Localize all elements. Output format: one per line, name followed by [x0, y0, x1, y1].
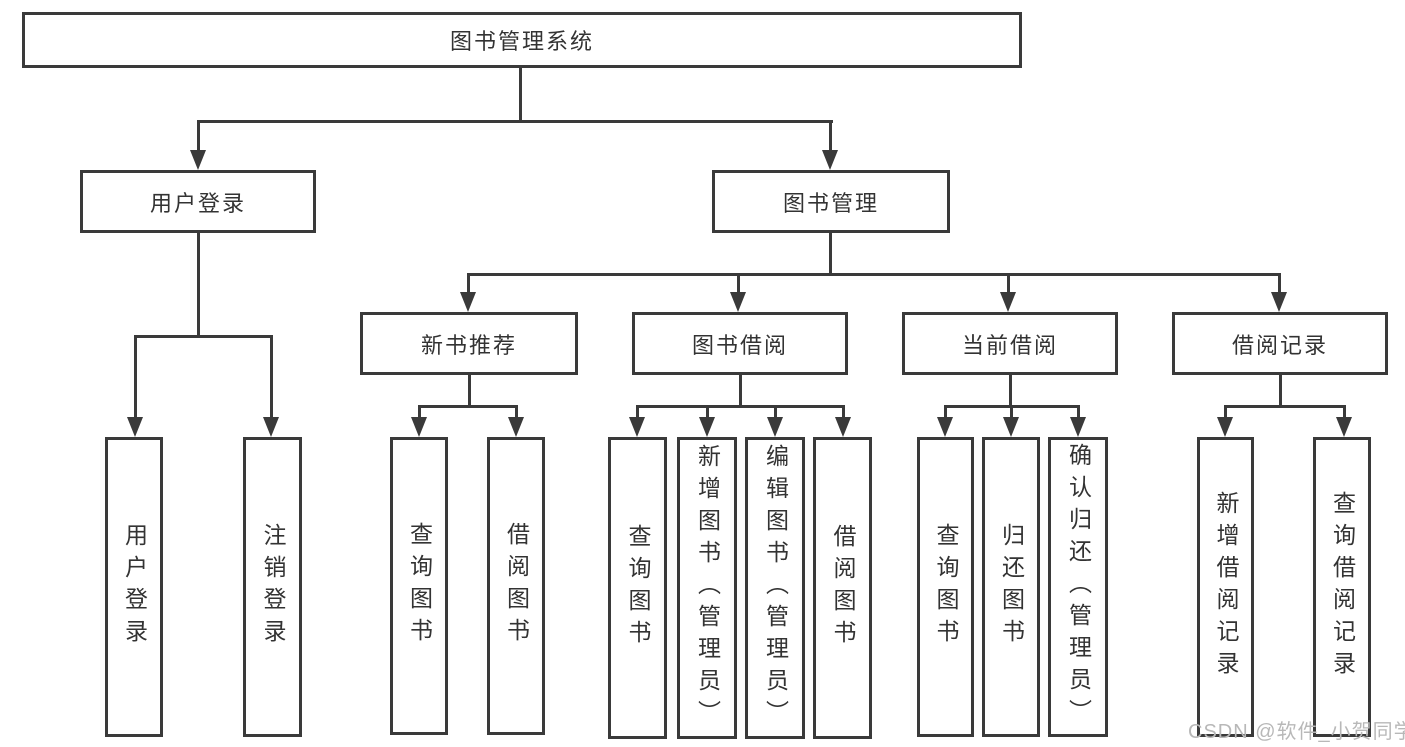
node-new-book-rec-label: 新书推荐	[420, 332, 517, 358]
csdn-watermark: CSDN @软件_小贺同学	[1188, 721, 1405, 743]
arrow-down-icon	[730, 292, 746, 312]
arrow-down-icon	[1336, 417, 1352, 437]
node-new-book-rec: 新书推荐	[360, 312, 578, 375]
connector-leaf-drop	[706, 405, 709, 419]
connector-leaf-drop	[944, 405, 947, 419]
leaf-add-book-admin: 新增图书（管理员）	[677, 437, 737, 739]
connector-leaf-drop	[842, 405, 845, 419]
connector-book-mgmt-drop	[829, 120, 832, 152]
node-current-borrow-label: 当前借阅	[961, 332, 1058, 358]
connector-leaf-drop	[1343, 405, 1346, 419]
leaf-confirm-return-admin: 确认归还（管理员）	[1048, 437, 1108, 737]
node-user-login-label: 用户登录	[149, 190, 246, 216]
connector-current-borrow-stem	[1009, 373, 1012, 408]
leaf-query-books-current: 查询图书	[917, 437, 974, 737]
leaf-logout-label: 注销登录	[260, 523, 286, 651]
connector-l3-drop	[1278, 273, 1281, 294]
leaf-edit-book-admin: 编辑图书（管理员）	[745, 437, 805, 739]
arrow-down-icon	[629, 417, 645, 437]
connector-user-login-crossbar	[134, 335, 273, 338]
leaf-query-borrow-record: 查询借阅记录	[1313, 437, 1371, 737]
connector-borrow-record-crossbar	[1224, 405, 1346, 408]
node-borrow-record: 借阅记录	[1172, 312, 1388, 375]
leaf-add-borrow-record-label: 新增借阅记录	[1213, 491, 1239, 683]
connector-leaf-drop	[1224, 405, 1227, 419]
leaf-query-books-current-label: 查询图书	[933, 523, 959, 651]
leaf-borrow-books-recommend-label: 借阅图书	[503, 522, 530, 650]
connector-leaf-drop	[134, 335, 137, 419]
connector-book-mgmt-crossbar	[467, 273, 1281, 276]
node-current-borrow: 当前借阅	[902, 312, 1118, 375]
connector-leaf-drop	[418, 405, 421, 419]
arrow-down-icon	[835, 417, 851, 437]
connector-l3-drop	[737, 273, 740, 294]
connector-book-borrow-crossbar	[636, 405, 845, 408]
node-book-mgmt: 图书管理	[712, 170, 950, 233]
connector-leaf-drop	[515, 405, 518, 419]
leaf-add-borrow-record: 新增借阅记录	[1197, 437, 1254, 737]
connector-user-login-stem	[197, 231, 200, 335]
leaf-add-book-admin-label: 新增图书（管理员）	[694, 444, 721, 732]
connector-book-borrow-stem	[739, 373, 742, 408]
leaf-borrow-books-label: 借阅图书	[830, 524, 856, 652]
node-user-login: 用户登录	[80, 170, 316, 233]
arrow-down-icon	[822, 150, 838, 170]
connector-l3-drop	[467, 273, 470, 294]
arrow-down-icon	[767, 417, 783, 437]
connector-leaf-drop	[636, 405, 639, 419]
arrow-down-icon	[1070, 417, 1086, 437]
connector-borrow-record-stem	[1279, 373, 1282, 408]
leaf-logout: 注销登录	[243, 437, 302, 737]
connector-leaf-drop	[1077, 405, 1080, 419]
leaf-query-books-borrow: 查询图书	[608, 437, 667, 739]
node-book-borrow-label: 图书借阅	[691, 332, 788, 358]
arrow-down-icon	[127, 417, 143, 437]
leaf-borrow-books: 借阅图书	[813, 437, 872, 739]
connector-user-login-drop	[197, 120, 200, 152]
leaf-confirm-return-admin-label: 确认归还（管理员）	[1065, 443, 1092, 731]
arrow-down-icon	[1271, 292, 1287, 312]
connector-root-crossbar	[197, 120, 833, 123]
node-library-system: 图书管理系统	[22, 12, 1022, 68]
leaf-query-borrow-record-label: 查询借阅记录	[1329, 491, 1356, 683]
arrow-down-icon	[937, 417, 953, 437]
connector-root-stem	[519, 66, 522, 120]
leaf-user-login-label: 用户登录	[121, 523, 148, 651]
node-book-mgmt-label: 图书管理	[782, 190, 879, 216]
leaf-return-book: 归还图书	[982, 437, 1040, 737]
connector-leaf-drop	[774, 405, 777, 419]
leaf-query-books-recommend-label: 查询图书	[406, 522, 433, 650]
arrow-down-icon	[1217, 417, 1233, 437]
arrow-down-icon	[190, 150, 206, 170]
leaf-query-books-recommend: 查询图书	[390, 437, 448, 735]
connector-l3-drop	[1007, 273, 1010, 294]
arrow-down-icon	[508, 417, 524, 437]
connector-new-book-rec-crossbar	[418, 405, 518, 408]
leaf-borrow-books-recommend: 借阅图书	[487, 437, 545, 735]
connector-book-mgmt-stem	[829, 231, 832, 276]
arrow-down-icon	[1003, 417, 1019, 437]
arrow-down-icon	[411, 417, 427, 437]
arrow-down-icon	[699, 417, 715, 437]
arrow-down-icon	[263, 417, 279, 437]
node-borrow-record-label: 借阅记录	[1231, 332, 1328, 358]
leaf-return-book-label: 归还图书	[998, 523, 1025, 651]
arrow-down-icon	[460, 292, 476, 312]
node-book-borrow: 图书借阅	[632, 312, 848, 375]
leaf-user-login: 用户登录	[105, 437, 163, 737]
arrow-down-icon	[1000, 292, 1016, 312]
leaf-edit-book-admin-label: 编辑图书（管理员）	[762, 444, 789, 732]
leaf-query-books-borrow-label: 查询图书	[625, 524, 651, 652]
node-library-system-label: 图书管理系统	[449, 29, 594, 54]
connector-leaf-drop	[1010, 405, 1013, 419]
connector-leaf-drop	[270, 335, 273, 419]
connector-new-book-rec-stem	[468, 373, 471, 408]
